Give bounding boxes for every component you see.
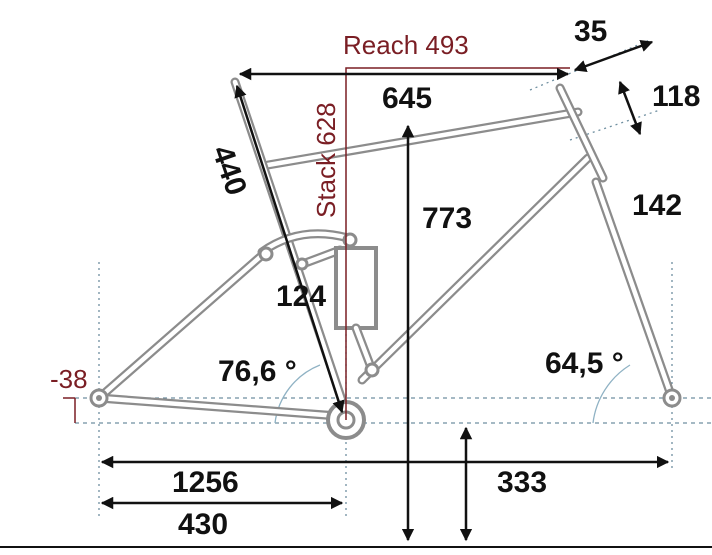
stack-height-label: 773 — [422, 202, 472, 235]
head-angle-arc — [592, 364, 631, 424]
wheelbase-label: 1256 — [172, 466, 239, 499]
reach-label: Reach 493 — [343, 30, 469, 60]
head-tube-label: 118 — [652, 80, 700, 113]
bike-frame — [89, 77, 682, 440]
stack-label: Stack 628 — [311, 102, 341, 218]
shock-label: 124 — [276, 280, 326, 313]
head-angle-label: 64,5 ° — [545, 347, 624, 380]
front-center-label: 333 — [497, 466, 547, 499]
top-tube-label: 645 — [382, 82, 432, 115]
fork-length-label: 142 — [632, 189, 682, 222]
chainstay-label: 430 — [178, 508, 228, 541]
seat-tube-label: 440 — [205, 142, 253, 200]
bb-drop-label: -38 — [50, 364, 88, 394]
head-offset-label: 35 — [574, 15, 607, 48]
seat-angle-label: 76,6 ° — [218, 355, 297, 388]
dimension-arrows — [100, 39, 670, 542]
